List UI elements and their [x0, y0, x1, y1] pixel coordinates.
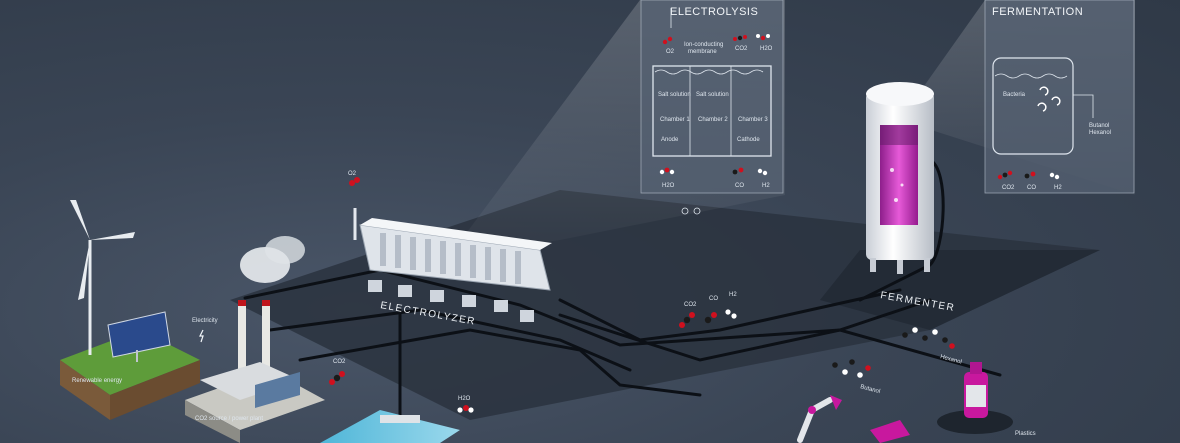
water-block [320, 410, 460, 443]
renewable-label: Renewable energy [72, 378, 122, 384]
electricity-label: Electricity [192, 318, 218, 324]
scene-co2: CO2 [329, 359, 346, 385]
scene-h2o: H2O [457, 396, 474, 413]
svg-text:H2O: H2O [458, 396, 471, 402]
elec-h2o-bottom: H2O [662, 183, 675, 189]
butanol-molecule: Butanol [832, 359, 881, 395]
svg-text:Butanol: Butanol [859, 384, 880, 395]
elec-o2: O2 [666, 49, 675, 55]
elec-h2o: H2O [760, 46, 773, 52]
svg-text:CO: CO [709, 296, 718, 302]
chamber1-name: Chamber 1 [660, 117, 690, 123]
chamber1-solution: Salt solution [658, 92, 691, 98]
bacteria-label: Bacteria [1003, 92, 1026, 98]
chamber2-solution: Salt solution [696, 92, 729, 98]
pipes [243, 158, 1002, 422]
elec-co-bottom: CO [735, 183, 744, 189]
svg-text:Plastics: Plastics [1015, 431, 1036, 437]
hexanol-molecule: Hexanol [902, 327, 962, 366]
elec-h2-bottom: H2 [762, 183, 770, 189]
svg-text:CO2: CO2 [333, 359, 346, 365]
o2-label: O2 [348, 171, 357, 177]
svg-text:membrane: membrane [688, 49, 717, 55]
powerplant-label: CO2 source / power plant [195, 416, 263, 422]
svg-text:H2: H2 [729, 292, 737, 298]
robot-arm [797, 395, 910, 443]
electrolysis-title: ELECTROLYSIS [670, 6, 758, 18]
renewable-block: Renewable energy [60, 200, 200, 420]
electrolysis-panel: ELECTROLYSIS O2 Ion-conducting membrane … [640, 0, 784, 215]
anode-label: Anode [661, 137, 679, 143]
ferm-co: CO [1027, 185, 1036, 191]
product-butanol: Butanol [1089, 123, 1109, 129]
ferm-h2: H2 [1054, 185, 1062, 191]
membrane-label: Ion-conducting [684, 42, 723, 48]
cathode-label: Cathode [737, 137, 760, 143]
chamber2-name: Chamber 2 [698, 117, 728, 123]
fermentation-panel: FERMENTATION Bacteria Butanol Hexanol CO… [984, 0, 1135, 194]
plastics-bottle: Plastics [937, 362, 1036, 437]
ferm-co2: CO2 [1002, 185, 1015, 191]
svg-text:CO2: CO2 [684, 302, 697, 308]
lightning-icon [199, 329, 204, 343]
chamber3-name: Chamber 3 [738, 117, 768, 123]
scene-gas-mixture: CO2 CO H2 [679, 292, 737, 328]
product-hexanol: Hexanol [1089, 130, 1111, 136]
elec-co2: CO2 [735, 46, 748, 52]
svg-text:Hexanol: Hexanol [939, 354, 962, 365]
powerplant-block: CO2 source / power plant [185, 236, 325, 443]
fermentation-title: FERMENTATION [992, 6, 1083, 18]
